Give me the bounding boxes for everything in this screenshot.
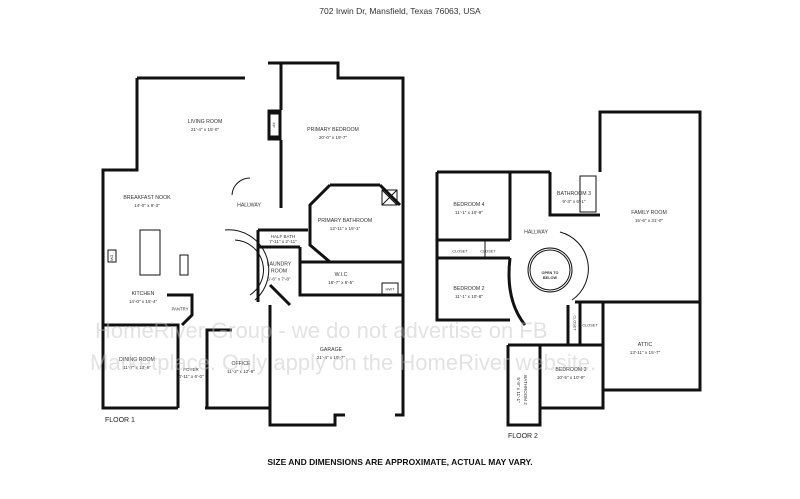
room-name: BEDROOM 3 [555, 367, 587, 373]
room-name: HALLWAY [524, 229, 548, 236]
room-dims: 11'-1" x 10'-8" [455, 294, 483, 299]
room-dims: 15'-6" x 31'-0" [634, 218, 664, 223]
room-name: CLOSET [452, 249, 468, 254]
room-name: HALLWAY [237, 202, 261, 209]
room-dims: 11'-1" x 10'-9" [455, 210, 483, 215]
room-name: PRIMARY BEDROOM [307, 127, 359, 133]
floor1-walls [101, 61, 405, 427]
room-name: FAMILY ROOM [631, 210, 667, 216]
room-name: CLOSET [582, 323, 598, 328]
room-name: LIVING ROOM [187, 119, 223, 125]
room-name: FOYER [183, 367, 199, 372]
room-hallway-2: HALLWAY [524, 230, 548, 237]
room-dims: 9'-3" x 6'-1" [562, 199, 586, 204]
floor2-label: FLOOR 2 [508, 433, 538, 440]
room-dims: 14'-0" x 15'-4" [128, 299, 158, 304]
room-name: OPEN TO BELOW [541, 271, 559, 280]
room-breakfast-nook: BREAKFAST NOOK 14'-0" x 9'-3" [123, 195, 170, 209]
room-bedroom-4: BEDROOM 4 11'-1" x 10'-9" [453, 202, 484, 216]
room-attic: ATTIC 13'-11" x 15'-7" [630, 342, 660, 356]
room-pantry: PANTRY [171, 306, 188, 313]
room-name: DINING ROOM [119, 357, 155, 363]
room-closet: CLOSET [452, 249, 467, 256]
dishwasher-label: DW [109, 254, 115, 262]
room-dims: 6'-6" x 7'-8" [267, 276, 291, 282]
room-office: OFFICE 11'-2" x 12'-6" [227, 361, 255, 375]
room-name: CLOSET [480, 249, 496, 254]
room-name: KITCHEN [131, 291, 155, 297]
room-primary-bedroom: PRIMARY BEDROOM 20'-0" x 19'-7" [307, 127, 359, 141]
room-kitchen: KITCHEN 14'-0" x 15'-4" [129, 291, 157, 305]
room-family-room: FAMILY ROOM 15'-6" x 31'-0" [631, 210, 667, 224]
room-dims: 21'-4" x 15'-0" [190, 127, 220, 132]
room-name: BEDROOM 2 [453, 286, 485, 292]
room-bedroom-3: BEDROOM 3 10'-5" x 10'-9" [555, 367, 586, 381]
room-bedroom-2: BEDROOM 2 11'-1" x 10'-8" [453, 286, 484, 300]
room-dims: 20'-0" x 19'-7" [318, 135, 348, 140]
room-dims: 16'-7" x 6'-5" [328, 280, 354, 285]
room-garage: GARAGE 21'-4" x 19'-7" [317, 347, 345, 361]
room-bathroom-3: BATHROOM 3 9'-3" x 6'-1" [557, 191, 591, 205]
address-title: 702 Irwin Dr, Mansfield, Texas 76063, US… [319, 6, 481, 16]
room-dims: 7'-11" x 2'-11" [269, 239, 297, 244]
room-closet: CLOSET [582, 323, 597, 330]
room-name: HALF BATH [270, 234, 296, 239]
room-name: PANTRY [171, 306, 189, 312]
room-primary-bathroom: PRIMARY BATHROOM 12'-11" x 15'-1" [318, 218, 372, 232]
room-hallway: HALLWAY [237, 203, 261, 210]
fireplace-label: FP [271, 122, 277, 128]
room-dims: 13'-11" x 15'-7" [629, 350, 661, 355]
floor1-label: FLOOR 1 [105, 417, 135, 424]
room-closet: CLOSET [480, 249, 495, 256]
room-name: LAUNDRY ROOM [266, 261, 292, 275]
disclaimer: SIZE AND DIMENSIONS ARE APPROXIMATE, ACT… [267, 457, 533, 467]
room-name: GARAGE [319, 347, 343, 353]
room-name: PRIMARY BATHROOM [317, 218, 373, 224]
room-living-room: LIVING ROOM 21'-4" x 15'-0" [188, 119, 223, 133]
room-dims: 12'-11" x 15'-1" [329, 226, 361, 231]
room-name: ATTIC [637, 342, 653, 348]
room-name: CLOSET [572, 315, 577, 331]
room-dims: 4'-11" x 6'-0" [178, 374, 204, 379]
room-dims: 11'-7" x 13'-6" [123, 365, 151, 370]
room-name: BATHROOM 2 [523, 375, 528, 405]
room-name: BREAKFAST NOOK [123, 195, 171, 201]
floor2-details [484, 175, 597, 301]
room-dims: 5'-9" x 11'-1" [516, 377, 521, 403]
floor2-walls [435, 110, 702, 427]
room-name: BEDROOM 4 [453, 202, 485, 208]
room-wic: W.I.C 16'-7" x 6'-5" [328, 272, 354, 286]
room-name: BATHROOM 3 [557, 191, 591, 197]
room-dims: 14'-0" x 9'-3" [134, 203, 160, 208]
room-dims: 11'-2" x 12'-6" [227, 369, 255, 374]
room-foyer: FOYER 4'-11" x 6'-0" [178, 366, 203, 380]
room-dims: 10'-5" x 10'-9" [556, 375, 586, 380]
room-dining-room: DINING ROOM 11'-7" x 13'-6" [119, 357, 155, 371]
open-to-below: OPEN TO BELOW [538, 271, 562, 281]
floor1-details [107, 109, 399, 301]
room-name: OFFICE [231, 361, 251, 367]
room-name: W.I.C [334, 272, 348, 278]
room-dims: 21'-4" x 19'-7" [316, 355, 346, 360]
water-heater-label: HWT [385, 286, 395, 292]
room-closet: CLOSET [571, 315, 578, 330]
